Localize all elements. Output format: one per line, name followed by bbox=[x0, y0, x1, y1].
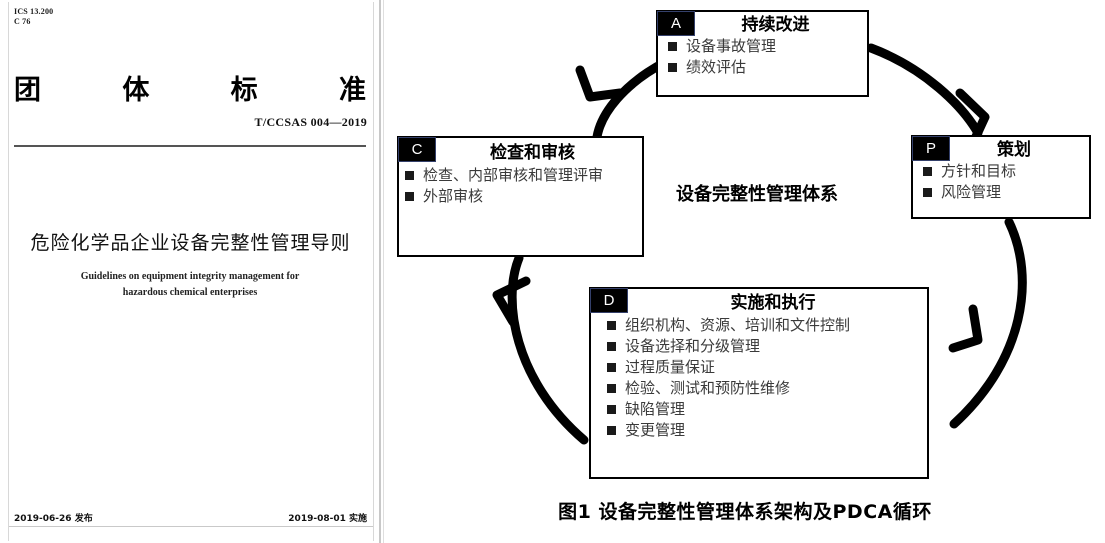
standard-number: T/CCSAS 004—2019 bbox=[254, 115, 367, 129]
badge-a-icon: A bbox=[657, 11, 695, 36]
standard-cover-page: ICS 13.200 C 76 团 体 标 准 T/CCSAS 004—2019… bbox=[0, 0, 381, 543]
cover-footer-rule bbox=[9, 526, 373, 527]
heading-char-3: 标 bbox=[230, 75, 258, 106]
document-title-english-line2: hazardous chemical enterprises bbox=[122, 287, 258, 298]
pdca-box-p-title: 策划 bbox=[997, 140, 1031, 160]
list-item: 风险管理 bbox=[923, 182, 1089, 203]
arrow-d-to-c-path bbox=[507, 253, 589, 445]
list-item-label: 检验、测试和预防性维修 bbox=[625, 379, 791, 397]
list-item: 设备事故管理 bbox=[668, 36, 867, 57]
document-title-chinese: 危险化学品企业设备完整性管理导则 bbox=[30, 232, 351, 254]
square-bullet-icon bbox=[668, 63, 677, 72]
issue-date: 2019-06-26 发布 bbox=[14, 514, 93, 524]
square-bullet-icon bbox=[923, 167, 932, 176]
list-item-label: 过程质量保证 bbox=[625, 358, 716, 376]
list-item: 检验、测试和预防性维修 bbox=[607, 378, 927, 399]
list-item-label: 缺陷管理 bbox=[625, 400, 686, 418]
pdca-box-c-title: 检查和审核 bbox=[490, 143, 575, 163]
effective-date: 2019-08-01 实施 bbox=[288, 514, 367, 524]
list-item-label: 方针和目标 bbox=[941, 162, 1017, 180]
arrow-a-to-p-path bbox=[866, 43, 983, 138]
pdca-box-c-items: 检查、内部审核和管理评审 外部审核 bbox=[405, 165, 642, 207]
arrow-head-to-p bbox=[955, 88, 990, 148]
square-bullet-icon bbox=[607, 363, 616, 372]
list-item: 过程质量保证 bbox=[607, 357, 927, 378]
pdca-cycle-arrows bbox=[492, 43, 1027, 445]
square-bullet-icon bbox=[405, 171, 414, 180]
list-item-label: 风险管理 bbox=[941, 183, 1002, 201]
list-item-label: 变更管理 bbox=[625, 421, 686, 439]
cover-divider-rule bbox=[14, 145, 366, 147]
list-item: 组织机构、资源、培训和文件控制 bbox=[607, 315, 927, 336]
list-item: 外部审核 bbox=[405, 186, 642, 207]
pdca-box-c[interactable]: C 检查和审核 检查、内部审核和管理评审 外部审核 bbox=[397, 136, 644, 257]
square-bullet-icon bbox=[607, 384, 616, 393]
standard-type-heading: 团 体 标 准 bbox=[14, 68, 366, 107]
pdca-box-d[interactable]: D 实施和执行 组织机构、资源、培训和文件控制 设备选择和分级管理 过程质量保证 bbox=[589, 287, 929, 479]
list-item: 检查、内部审核和管理评审 bbox=[405, 165, 642, 186]
ics-classification-code: ICS 13.200 C 76 bbox=[14, 7, 54, 26]
pdca-box-p[interactable]: P 策划 方针和目标 风险管理 bbox=[911, 135, 1091, 219]
pdca-box-d-title: 实施和执行 bbox=[730, 293, 816, 313]
list-item-label: 设备事故管理 bbox=[686, 37, 777, 55]
square-bullet-icon bbox=[607, 342, 616, 351]
list-item-label: 设备选择和分级管理 bbox=[625, 337, 761, 355]
list-item: 缺陷管理 bbox=[607, 399, 927, 420]
square-bullet-icon bbox=[405, 192, 414, 201]
list-item: 变更管理 bbox=[607, 420, 927, 441]
square-bullet-icon bbox=[923, 188, 932, 197]
pdca-box-a-title: 持续改进 bbox=[741, 15, 810, 35]
pdca-diagram-panel: A 持续改进 设备事故管理 绩效评估 P 策划 方针和目标 bbox=[383, 0, 1105, 543]
document-title-english: Guidelines on equipment integrity manage… bbox=[40, 269, 340, 301]
badge-d-icon: D bbox=[590, 288, 628, 313]
document-title-english-line1: Guidelines on equipment integrity manage… bbox=[80, 271, 300, 282]
square-bullet-icon bbox=[607, 405, 616, 414]
list-item: 绩效评估 bbox=[668, 57, 867, 78]
arrow-head-to-c bbox=[492, 276, 531, 327]
square-bullet-icon bbox=[668, 42, 677, 51]
square-bullet-icon bbox=[607, 321, 616, 330]
list-item-label: 检查、内部审核和管理评审 bbox=[423, 166, 604, 184]
list-item-label: 外部审核 bbox=[423, 187, 484, 205]
pdca-box-p-items: 方针和目标 风险管理 bbox=[923, 161, 1089, 203]
heading-char-1: 团 bbox=[14, 75, 41, 106]
list-item-label: 组织机构、资源、培训和文件控制 bbox=[625, 316, 851, 334]
heading-char-4: 准 bbox=[338, 75, 366, 106]
pdca-box-d-items: 组织机构、资源、培训和文件控制 设备选择和分级管理 过程质量保证 检验、测试和预… bbox=[607, 315, 927, 441]
cover-inner-frame bbox=[8, 2, 374, 541]
pdca-box-a-items: 设备事故管理 绩效评估 bbox=[668, 36, 867, 78]
badge-p-icon: P bbox=[912, 136, 950, 161]
heading-char-2: 体 bbox=[122, 75, 150, 106]
figure-caption: 图1 设备完整性管理体系架构及PDCA循环 bbox=[558, 501, 932, 523]
diagram-center-label: 设备完整性管理体系 bbox=[676, 184, 838, 205]
arrow-head-to-a bbox=[575, 65, 625, 102]
list-item-label: 绩效评估 bbox=[686, 58, 747, 76]
list-item: 设备选择和分级管理 bbox=[607, 336, 927, 357]
square-bullet-icon bbox=[607, 426, 616, 435]
pdca-box-a[interactable]: A 持续改进 设备事故管理 绩效评估 bbox=[656, 10, 869, 97]
list-item: 方针和目标 bbox=[923, 161, 1089, 182]
arrow-head-to-d bbox=[948, 304, 983, 353]
arrow-p-to-d-path bbox=[949, 217, 1027, 429]
badge-c-icon: C bbox=[398, 137, 436, 162]
